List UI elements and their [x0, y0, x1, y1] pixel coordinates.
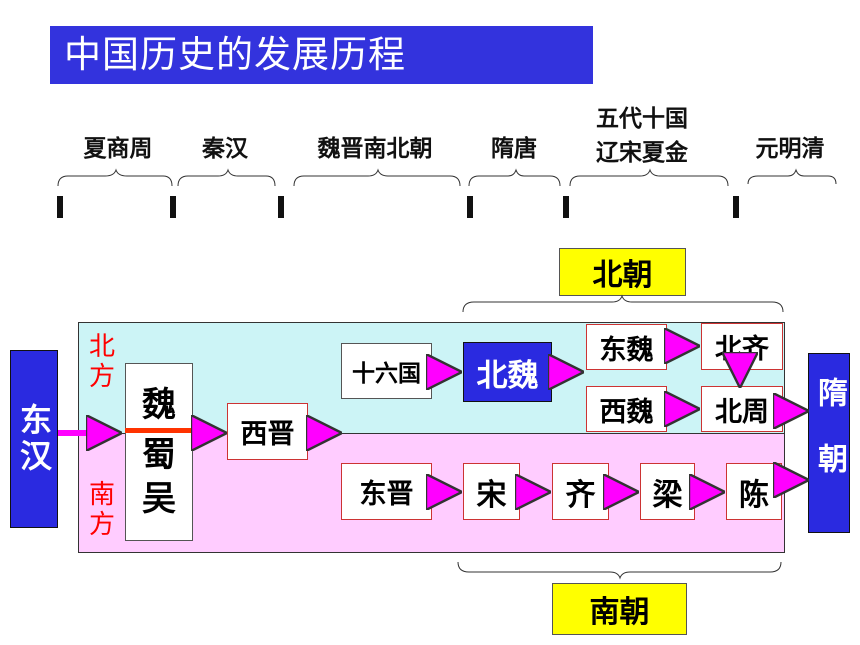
- node-eastern-han: 东汉: [10, 350, 58, 528]
- three-kingdoms-divider: [125, 428, 193, 433]
- timeline-tick: [278, 196, 284, 218]
- era-label-qin-han: 秦汉: [202, 136, 248, 162]
- north-region-char: 北方: [88, 332, 115, 392]
- southern-dynasties-label: 南朝: [552, 583, 687, 635]
- era-brace: [468, 168, 561, 187]
- era-label-wei-jin-nanbei: 魏晋南北朝: [317, 136, 433, 162]
- node-wei: 魏: [142, 385, 176, 425]
- era-brace: [57, 168, 173, 187]
- node-wu: 吴: [142, 479, 176, 519]
- era-label-wudai-shiguo: 五代十国: [596, 106, 688, 132]
- timeline-tick: [733, 196, 739, 218]
- southern-dynasties-brace: [457, 561, 782, 580]
- timeline-tick: [563, 196, 569, 218]
- era-brace: [569, 168, 729, 187]
- era-brace: [747, 168, 837, 185]
- timeline-tick: [467, 196, 473, 218]
- northern-dynasties-label: 北朝: [559, 248, 686, 296]
- era-label-xia-shang-zhou: 夏商周: [83, 136, 153, 162]
- node-qi: 齐: [552, 463, 609, 520]
- era-label-liao-song-xia-jin: 辽宋夏金: [596, 140, 688, 166]
- node-eastern-han-label: 东汉: [15, 403, 53, 475]
- north-region-label: 北方: [87, 332, 117, 392]
- south-region-label: 南方: [87, 480, 117, 540]
- era-brace: [177, 168, 276, 187]
- node-chen: 陈: [726, 463, 782, 520]
- era-label-yuan-ming-qing: 元明清: [755, 136, 825, 162]
- era-brace: [293, 168, 461, 187]
- node-song: 宋: [463, 463, 520, 520]
- timeline-tick: [170, 196, 176, 218]
- node-sixteen-kingdoms: 十六国: [341, 343, 432, 399]
- node-liang: 梁: [640, 463, 695, 520]
- page-title: 中国历史的发展历程: [50, 26, 593, 84]
- node-northern-wei: 北魏: [463, 342, 552, 402]
- node-eastern-wei: 东魏: [586, 324, 667, 370]
- node-western-wei: 西魏: [586, 386, 667, 432]
- node-eastern-jin: 东晋: [341, 463, 432, 520]
- node-three-kingdoms: 魏 蜀 吴: [125, 363, 193, 541]
- node-shu: 蜀: [142, 435, 176, 475]
- timeline-tick: [57, 196, 63, 218]
- node-sui-dynasty: 隋朝: [808, 353, 850, 533]
- node-northern-qi: 北齐: [701, 323, 783, 370]
- south-region-char: 南方: [88, 480, 115, 540]
- node-sui-dynasty-label: 隋朝: [812, 377, 847, 509]
- northern-dynasties-brace: [462, 294, 784, 313]
- node-western-jin: 西晋: [227, 403, 308, 460]
- era-label-sui-tang: 隋唐: [491, 136, 537, 162]
